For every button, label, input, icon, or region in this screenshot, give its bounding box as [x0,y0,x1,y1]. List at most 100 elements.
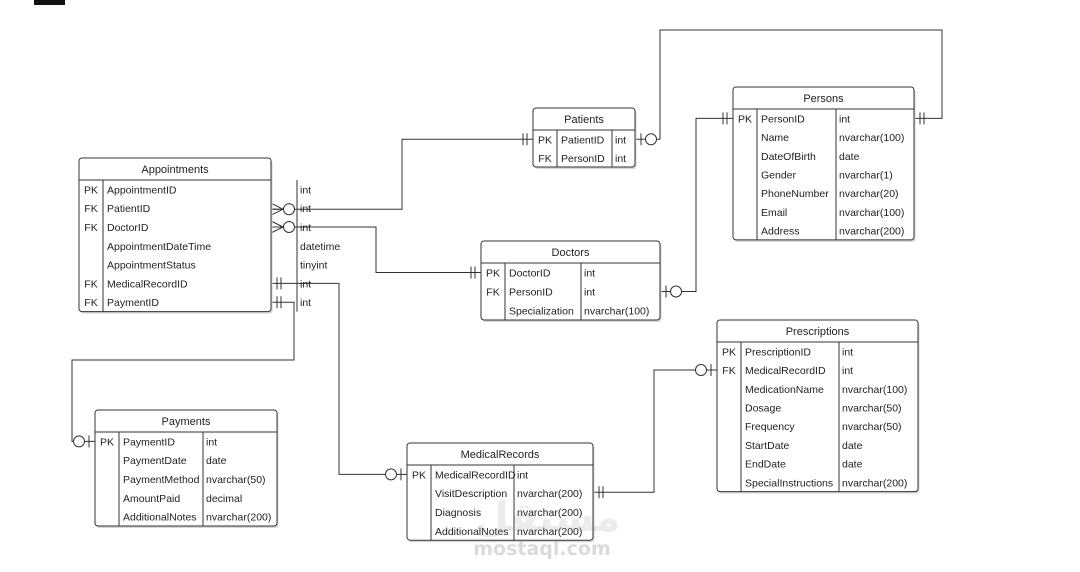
column-type: tinyint [300,260,328,272]
table-frame [406,442,594,541]
column-name: PaymentID [123,436,175,448]
column-type: nvarchar(100) [842,384,907,396]
column-type: nvarchar(1) [839,169,893,181]
column-name: MedicalRecordID [435,469,516,481]
table-row: AppointmentStatus tinyint [107,260,328,272]
column-name: PatientID [561,134,605,146]
column-type: nvarchar(50) [842,402,902,414]
column-type: nvarchar(200) [517,526,582,538]
column-name: EndDate [745,459,786,471]
table-row: PK PaymentID int [100,436,217,448]
column-type: nvarchar(200) [839,226,904,238]
table-row: DateOfBirth date [761,151,860,163]
column-name: PaymentID [107,297,159,309]
table-title: Persons [803,93,844,105]
line-prescriptions-medicalrecords [593,369,717,493]
key-label: PK [100,436,114,448]
key-label: FK [486,287,499,299]
column-name: Frequency [745,421,795,433]
column-type: int [206,436,217,448]
column-name: PatientID [107,203,151,215]
column-type: date [842,440,863,452]
column-name: PaymentMethod [123,474,200,486]
zero-one-circle-icon [695,364,712,377]
zero-one-circle-icon [73,435,90,448]
column-name: Name [761,132,789,144]
line-doctors-persons [660,117,733,292]
one-one-bars-icon [522,133,528,146]
column-type: nvarchar(50) [842,421,902,433]
key-label: PK [486,268,500,280]
key-label: PK [738,113,752,125]
table-title: Prescriptions [786,326,850,338]
column-name: DoctorID [107,222,149,234]
table-row: AppointmentDateTime datetime [107,241,340,253]
column-type: datetime [300,241,340,253]
column-name: SpecialInstructions [745,477,833,489]
column-name: Email [761,207,787,219]
key-label: FK [84,278,97,290]
column-name: PersonID [561,153,605,165]
table-row: Dosage nvarchar(50) [745,402,902,414]
key-label: FK [84,297,97,309]
column-name: AppointmentDateTime [107,241,211,253]
column-type: date [839,151,860,163]
key-label: PK [84,184,98,196]
column-name: AdditionalNotes [123,512,197,524]
table-row: Address nvarchar(200) [761,226,904,238]
table-frame [94,409,278,527]
table-row: StartDate date [745,440,863,452]
column-name: Address [761,226,800,238]
column-name: PhoneNumber [761,188,829,200]
one-one-bars-icon [276,296,282,309]
column-name: AdditionalNotes [435,526,509,538]
column-type: date [842,459,863,471]
column-type: int [615,134,626,146]
table-row: PK PatientID int [538,134,626,146]
column-type: int [842,365,853,377]
column-name: PrescriptionID [745,346,811,358]
column-name: AppointmentStatus [107,260,196,272]
column-name: PersonID [761,113,805,125]
column-name: StartDate [745,440,790,452]
column-name: DateOfBirth [761,151,816,163]
table-row: EndDate date [745,459,863,471]
column-name: MedicalRecordID [107,278,188,290]
table-frame [532,107,636,168]
line-appointments-doctors [271,226,481,273]
column-name: Dosage [745,402,781,414]
key-label: PK [538,134,552,146]
column-name: PaymentDate [123,455,187,467]
one-one-bars-icon [598,486,604,499]
table-frame [480,240,661,321]
key-label: FK [538,153,551,165]
column-type: int [842,346,853,358]
column-type: int [300,222,311,234]
column-name: VisitDescription [435,488,507,500]
zero-one-circle-icon [640,133,657,146]
column-type: nvarchar(200) [517,507,582,519]
